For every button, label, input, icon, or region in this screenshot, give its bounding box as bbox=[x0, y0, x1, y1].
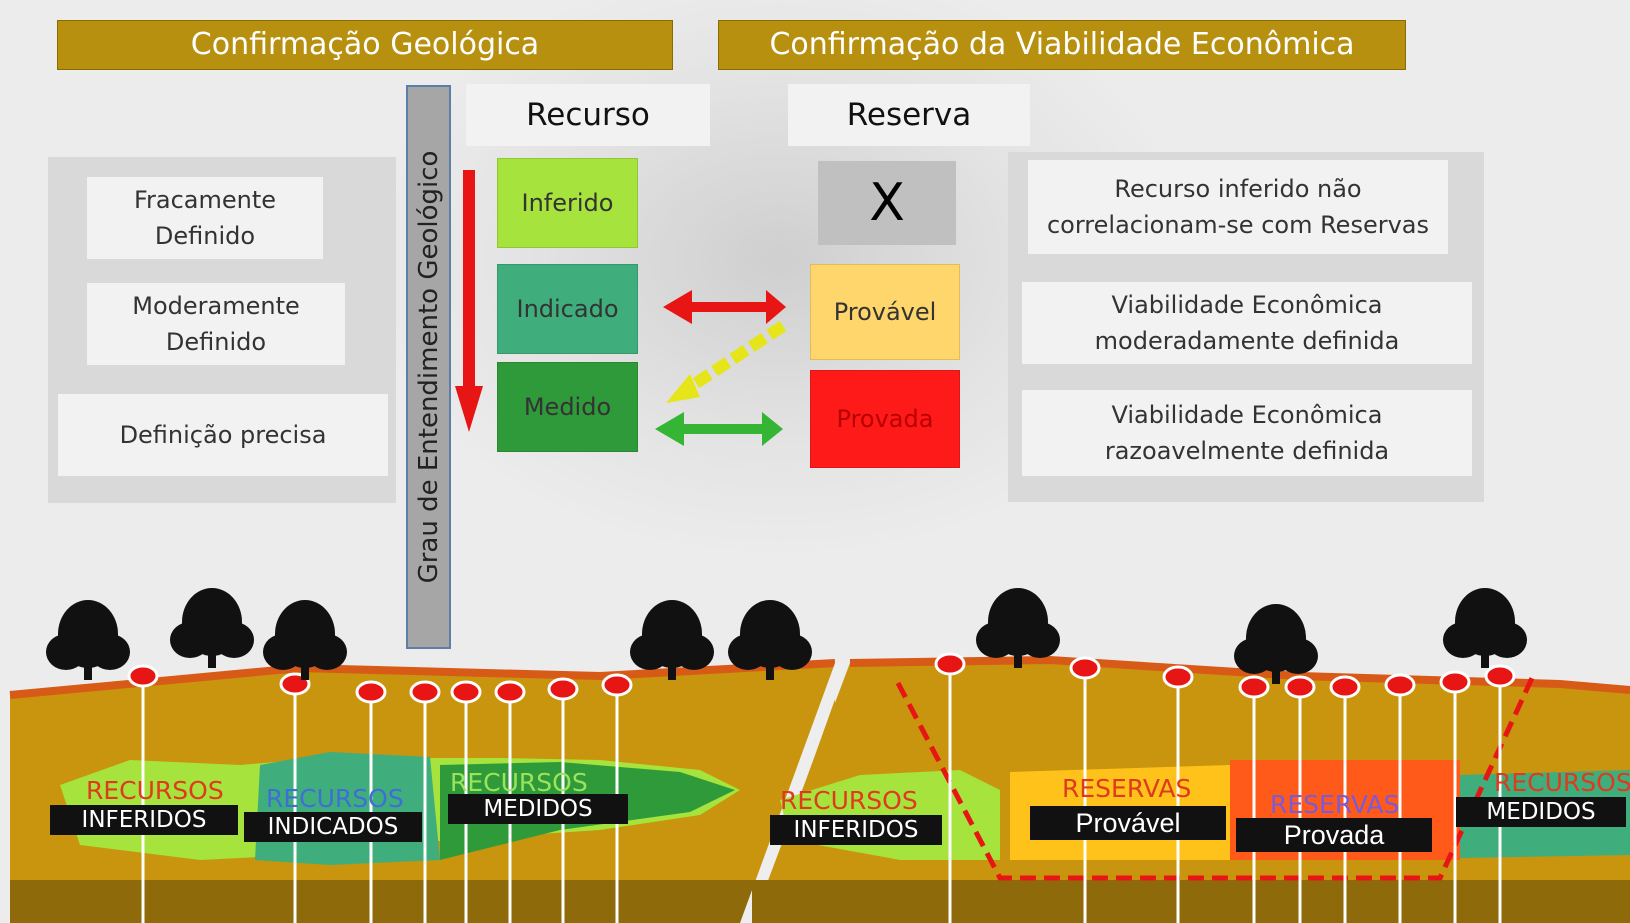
banner-geological-confirmation: Confirmação Geológica bbox=[57, 20, 673, 70]
class-provavel: Provável bbox=[810, 264, 960, 360]
label-right-medidos-top: RECURSOS bbox=[1494, 768, 1630, 797]
right-panel-item-1: Recurso inferido não correlacionam-se co… bbox=[1028, 160, 1448, 254]
label-right-inferidos-top: RECURSOS bbox=[780, 786, 918, 815]
label-right-inferidos-bottom: INFERIDOS bbox=[770, 815, 942, 845]
right-panel-item-3: Viabilidade Econômica razoavelmente defi… bbox=[1022, 390, 1472, 476]
arrow-indicado-provavel bbox=[663, 290, 786, 324]
left-panel-item-1: Fracamente Definido bbox=[87, 177, 323, 259]
label-right-provavel-bottom: Provável bbox=[1030, 806, 1226, 840]
drill-collars bbox=[127, 652, 1516, 704]
label-right-provada-top: RESERVAS bbox=[1270, 790, 1400, 819]
label-left-inferidos-bottom: INFERIDOS bbox=[50, 805, 238, 835]
banner-economic-viability: Confirmação da Viabilidade Econômica bbox=[718, 20, 1406, 70]
class-medido: Medido bbox=[497, 362, 638, 452]
arrow-provavel-medido bbox=[666, 320, 787, 403]
understanding-arrow bbox=[455, 170, 483, 432]
class-no-reserve: X bbox=[818, 161, 956, 245]
label-left-medidos-top: RECURSOS bbox=[450, 768, 588, 797]
label-right-provavel-top: RESERVAS bbox=[1062, 774, 1192, 803]
class-inferido: Inferido bbox=[497, 158, 638, 248]
class-provada: Provada bbox=[810, 370, 960, 468]
geological-understanding-axis: Grau de Entendimento Geológico bbox=[406, 85, 451, 649]
left-panel-item-3: Definição precisa bbox=[58, 394, 388, 476]
arrow-medido-provada bbox=[655, 412, 783, 446]
drill-holes bbox=[141, 662, 1502, 923]
label-right-medidos-bottom: MEDIDOS bbox=[1456, 797, 1626, 827]
label-right-provada-bottom: Provada bbox=[1236, 818, 1432, 852]
label-left-medidos-bottom: MEDIDOS bbox=[448, 794, 628, 824]
class-indicado: Indicado bbox=[497, 264, 638, 354]
label-left-indicados-bottom: INDICADOS bbox=[244, 812, 422, 842]
label-left-inferidos-top: RECURSOS bbox=[86, 776, 224, 805]
header-reserva: Reserva bbox=[788, 84, 1030, 146]
left-panel-item-2: Moderamente Definido bbox=[87, 283, 345, 365]
label-left-indicados-top: RECURSOS bbox=[266, 784, 404, 813]
right-panel-item-2: Viabilidade Econômica moderadamente defi… bbox=[1022, 282, 1472, 364]
header-recurso: Recurso bbox=[466, 84, 710, 146]
